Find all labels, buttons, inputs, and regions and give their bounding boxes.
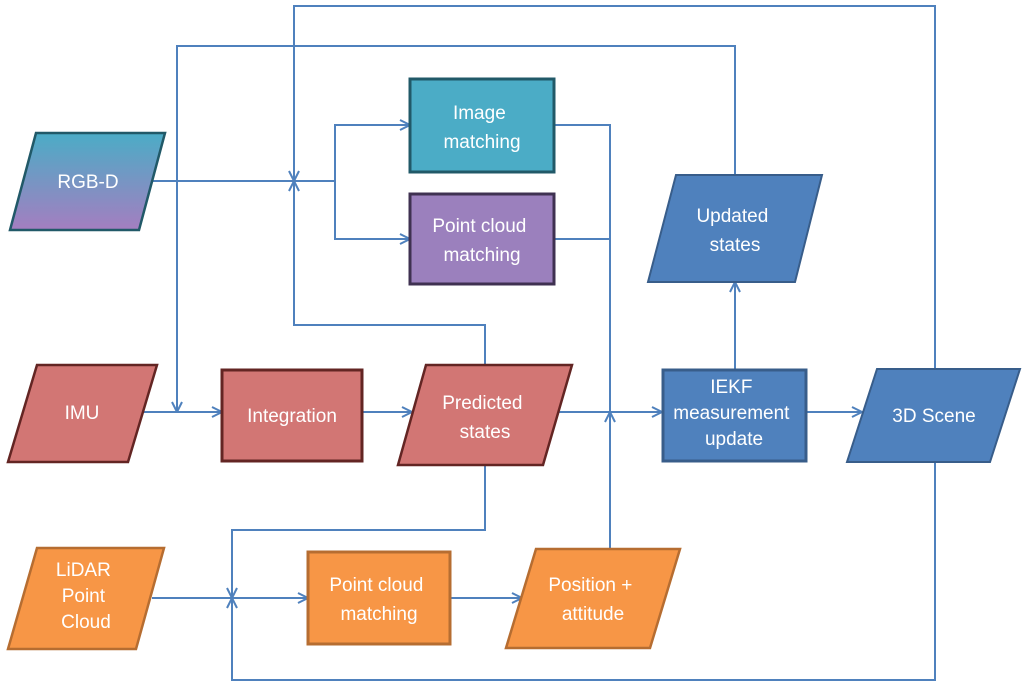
lidar-shape [6,546,166,651]
lidar-node: LiDAR Point Cloud [6,546,166,651]
scene-3d-node: 3D Scene [845,368,1022,463]
edge-scene-feedback-top [294,5,936,372]
edge-predicted-to-lidar-junction [232,466,486,598]
rgbd-node: RGB-D [8,131,167,232]
edge-predicted-to-rgbd-junction [294,181,486,365]
lidar-label: LiDAR Point Cloud [56,560,116,633]
imu-shape [6,363,159,464]
edge-image-matching-to-iekf [555,124,611,412]
updated-states-label: Updated states [696,206,773,256]
edge-scene-feedback-bottom [232,462,936,681]
edge-junction-to-pc-matching-top [334,181,410,239]
position-attitude-node: Position + attitude [504,547,682,650]
updated-states-node: Updated states [646,174,824,283]
position-attitude-label: Position + attitude [548,575,637,625]
predicted-states-label: Predicted states [442,393,528,443]
pc-matching-top-shape [408,192,556,286]
edge-junction-to-image-matching [334,125,410,181]
imu-label: IMU [65,403,100,424]
integration-shape [220,368,364,463]
image-matching-shape [408,77,556,174]
iekf-shape [661,368,808,463]
predicted-states-shape [396,363,574,467]
image-matching-node: Image matching [408,77,556,174]
pc-matching-top-node: Point cloud matching [408,192,556,286]
iekf-label: IEKF measurement update [673,377,794,450]
integration-node: Integration [220,368,364,463]
nodes: RGB-D Image matching Point cloud matchin… [6,77,1022,651]
iekf-node: IEKF measurement update [661,368,808,463]
edge-updated-states-to-imu [177,45,736,412]
integration-label: Integration [247,406,337,427]
scene-3d-label: 3D Scene [892,406,975,427]
pc-matching-bottom-label: Point cloud matching [329,575,428,625]
rgbd-label: RGB-D [57,172,118,193]
connectors [125,5,936,681]
updated-states-shape [646,174,824,283]
predicted-states-node: Predicted states [396,363,574,467]
pc-matching-bottom-shape [306,550,452,646]
pc-matching-bottom-node: Point cloud matching [306,550,452,646]
scene-3d-shape [845,368,1022,463]
position-attitude-shape [504,547,682,650]
image-matching-label: Image matching [443,103,520,153]
pc-matching-top-label: Point cloud matching [432,216,531,266]
imu-node: IMU [6,363,159,464]
rgbd-shape [8,131,167,232]
